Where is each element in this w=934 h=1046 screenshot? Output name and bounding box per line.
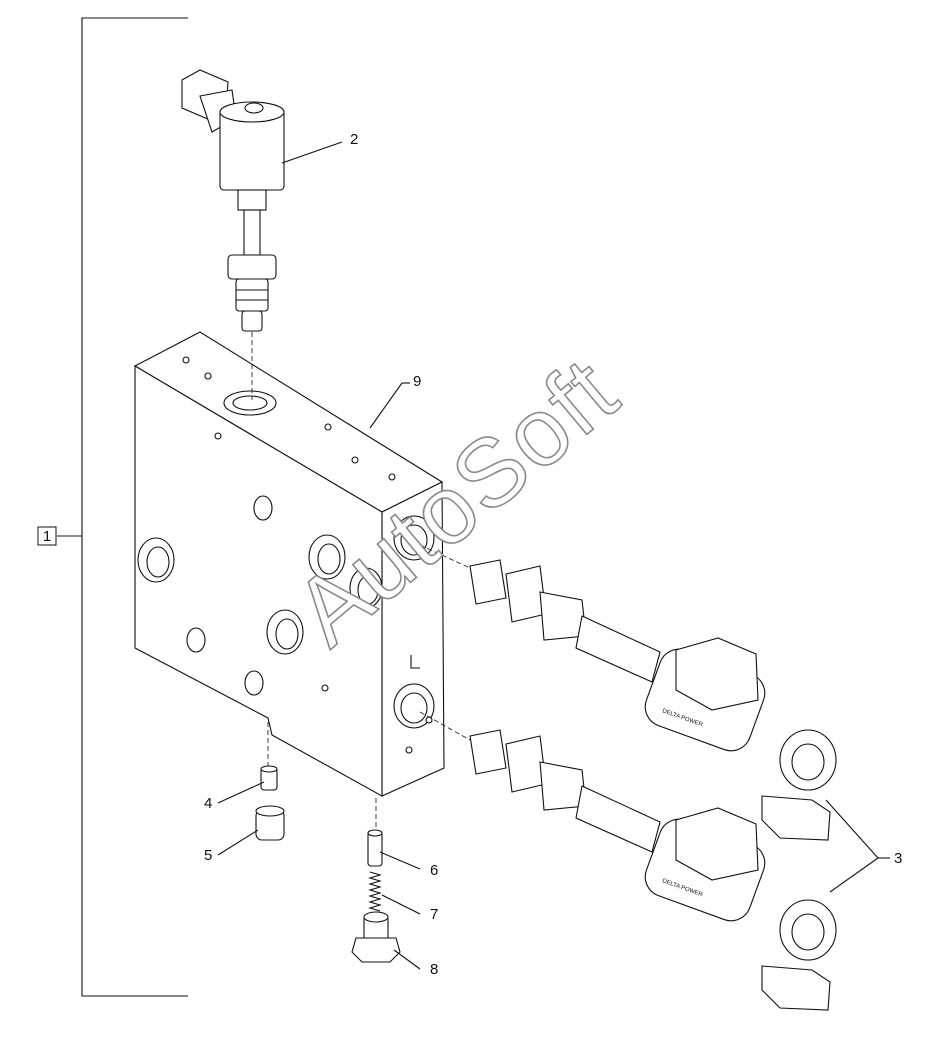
- callout-6: 6: [430, 862, 438, 879]
- plug-part-4: [260, 722, 278, 791]
- cartridge-solenoid-lower: DELTA POWER: [419, 711, 837, 1011]
- leader-lines: [217, 141, 890, 970]
- callout-8: 8: [430, 961, 438, 978]
- top-solenoid-valve: [181, 69, 285, 400]
- valve-block: [133, 331, 445, 797]
- spring-part-7: [368, 871, 382, 912]
- callout-5: 5: [204, 847, 212, 864]
- sleeve-part-6: [367, 798, 383, 867]
- cartridge-solenoid-upper: DELTA POWER: [419, 544, 837, 841]
- group-bracket: 1: [37, 17, 188, 997]
- callout-3: 3: [894, 850, 902, 867]
- cap-part-5: [255, 805, 285, 841]
- callout-9: 9: [413, 373, 421, 390]
- callout-7: 7: [430, 906, 438, 923]
- callout-4: 4: [204, 795, 212, 812]
- group-label: 1: [43, 528, 51, 545]
- callout-2: 2: [350, 131, 358, 148]
- callouts: 2 9 3 4 5 6 7 8: [204, 131, 902, 978]
- plug-part-8: [351, 911, 401, 963]
